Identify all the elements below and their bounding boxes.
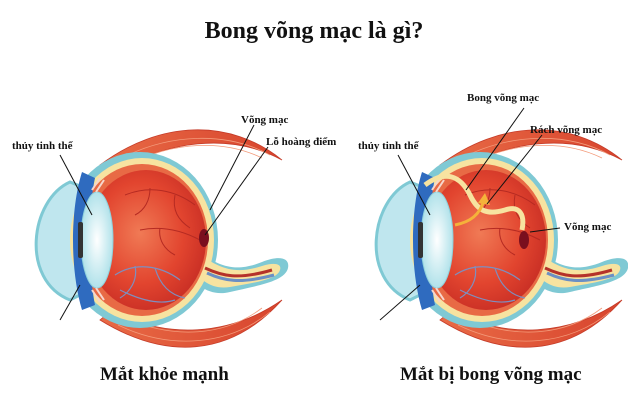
label-retina-left: Võng mạc	[241, 114, 289, 126]
label-detached-retina: Bong võng mạc	[467, 92, 540, 104]
label-retina-right: Võng mạc	[564, 221, 612, 233]
detached-retina-line	[423, 173, 526, 231]
detached-retina-eye-diagram	[374, 107, 628, 349]
label-lens-left: thủy tinh thể	[12, 140, 73, 152]
page-title: Bong võng mạc là gì?	[204, 18, 424, 44]
label-lens-right: thủy tinh thể	[358, 140, 419, 152]
healthy-eye-diagram	[34, 124, 290, 349]
label-retinal-tear: Rách võng mạc	[530, 124, 603, 136]
label-macula-hole: Lỗ hoàng điểm	[266, 136, 337, 148]
caption-detached-eye: Mắt bị bong võng mạc	[400, 364, 582, 385]
caption-healthy-eye: Mắt khỏe mạnh	[100, 364, 229, 385]
